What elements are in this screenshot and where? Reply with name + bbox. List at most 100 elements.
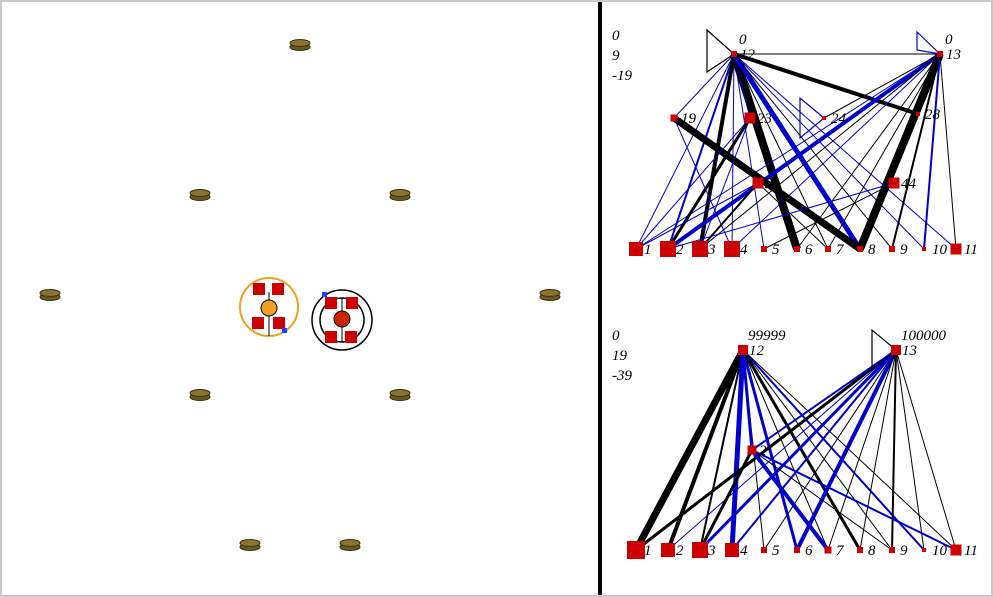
orange-agent [239, 277, 299, 337]
network-node [916, 112, 920, 116]
network-edge [939, 53, 957, 250]
coin-icon [189, 389, 211, 401]
sensor-marker [252, 317, 264, 329]
network-edge [741, 349, 754, 451]
network-edge [635, 182, 759, 250]
arena-canvas [39, 39, 561, 551]
network-edge [699, 53, 941, 250]
edge-layer [635, 28, 957, 252]
input-node-label: 4 [740, 242, 748, 258]
network-node [660, 241, 676, 257]
network-edge [742, 349, 893, 551]
sensor-marker [325, 297, 337, 309]
sensor-marker [346, 297, 358, 309]
network-node [891, 345, 901, 355]
input-node-label: 6 [805, 242, 813, 258]
orange-agent-face [260, 299, 278, 317]
hidden-node-label: 19 [681, 111, 697, 127]
network-edge [698, 449, 754, 551]
network-node [627, 541, 645, 559]
network-edge [757, 53, 941, 184]
network-node [822, 116, 826, 120]
sensor-marker [273, 317, 285, 329]
network-node [692, 241, 708, 257]
input-node-label: 1 [644, 543, 652, 559]
input-node-label: 1 [644, 242, 652, 258]
hidden-node-label: 24 [831, 111, 847, 127]
input-node-label: 11 [964, 242, 978, 258]
network-edge [635, 348, 897, 552]
red-agent-face [333, 310, 351, 328]
network-values-bottom: 0 19 -39 [612, 326, 632, 386]
input-node-label: 5 [772, 543, 780, 559]
coin-icon [539, 289, 561, 301]
input-node-label: 10 [932, 242, 948, 258]
recurrent-loop [916, 30, 941, 55]
input-node-label: 3 [707, 242, 716, 258]
network-node [744, 112, 756, 124]
output-node-value: 0 [739, 32, 747, 48]
coin-icon [389, 189, 411, 201]
network-edge [673, 117, 733, 250]
network-node [752, 177, 764, 189]
input-node-label: 11 [964, 543, 978, 559]
sensor-marker [322, 292, 327, 297]
value-line: 19 [612, 348, 627, 364]
network-node [824, 546, 832, 554]
network-edge [733, 53, 893, 250]
network-node [888, 177, 900, 189]
output-node-label: 13 [902, 343, 917, 359]
network-node [725, 543, 739, 557]
network-node [794, 547, 800, 553]
network-edge [666, 117, 752, 250]
network-edge [635, 53, 735, 250]
sensor-marker [253, 283, 265, 295]
coin-icon [189, 189, 211, 201]
value-line: 0 [612, 328, 620, 344]
network-edge [923, 53, 941, 250]
network-node [629, 242, 643, 256]
network-edge [673, 53, 735, 119]
network-edge [856, 52, 944, 251]
input-node-label: 3 [707, 543, 716, 559]
network-edge [733, 53, 957, 250]
output-node-label: 12 [740, 47, 756, 63]
network-edge [733, 53, 925, 250]
network-edge [671, 115, 863, 252]
coin-icon [389, 389, 411, 401]
network-edge [730, 52, 801, 251]
network-node [889, 547, 895, 553]
network-edge [741, 349, 799, 551]
network-edge [731, 53, 735, 250]
network-edge [827, 53, 941, 250]
network-node [661, 543, 675, 557]
network-node [922, 247, 926, 251]
network-edge [635, 117, 751, 250]
network-edge [757, 182, 829, 250]
input-node-label: 2 [676, 543, 684, 559]
network-node [747, 445, 757, 455]
game-arena [2, 2, 598, 595]
sensor-marker [272, 283, 284, 295]
network-edge [895, 349, 925, 551]
network-edge [667, 349, 897, 551]
network-node [825, 246, 831, 252]
output-node-value: 0 [945, 32, 953, 48]
network-edge [859, 349, 897, 551]
network-edge [632, 348, 747, 552]
network-edge [751, 449, 893, 551]
network-values-top: 0 9 -19 [612, 26, 632, 86]
network-node [761, 246, 767, 252]
network-node [670, 114, 678, 122]
network-edge [795, 349, 898, 551]
network-edge [891, 53, 941, 250]
value-line: -39 [612, 368, 632, 384]
input-node-label: 7 [836, 242, 845, 258]
red-agent [311, 289, 373, 351]
value-line: 0 [612, 28, 620, 44]
network-edge [763, 182, 895, 250]
panel-divider [598, 2, 602, 595]
